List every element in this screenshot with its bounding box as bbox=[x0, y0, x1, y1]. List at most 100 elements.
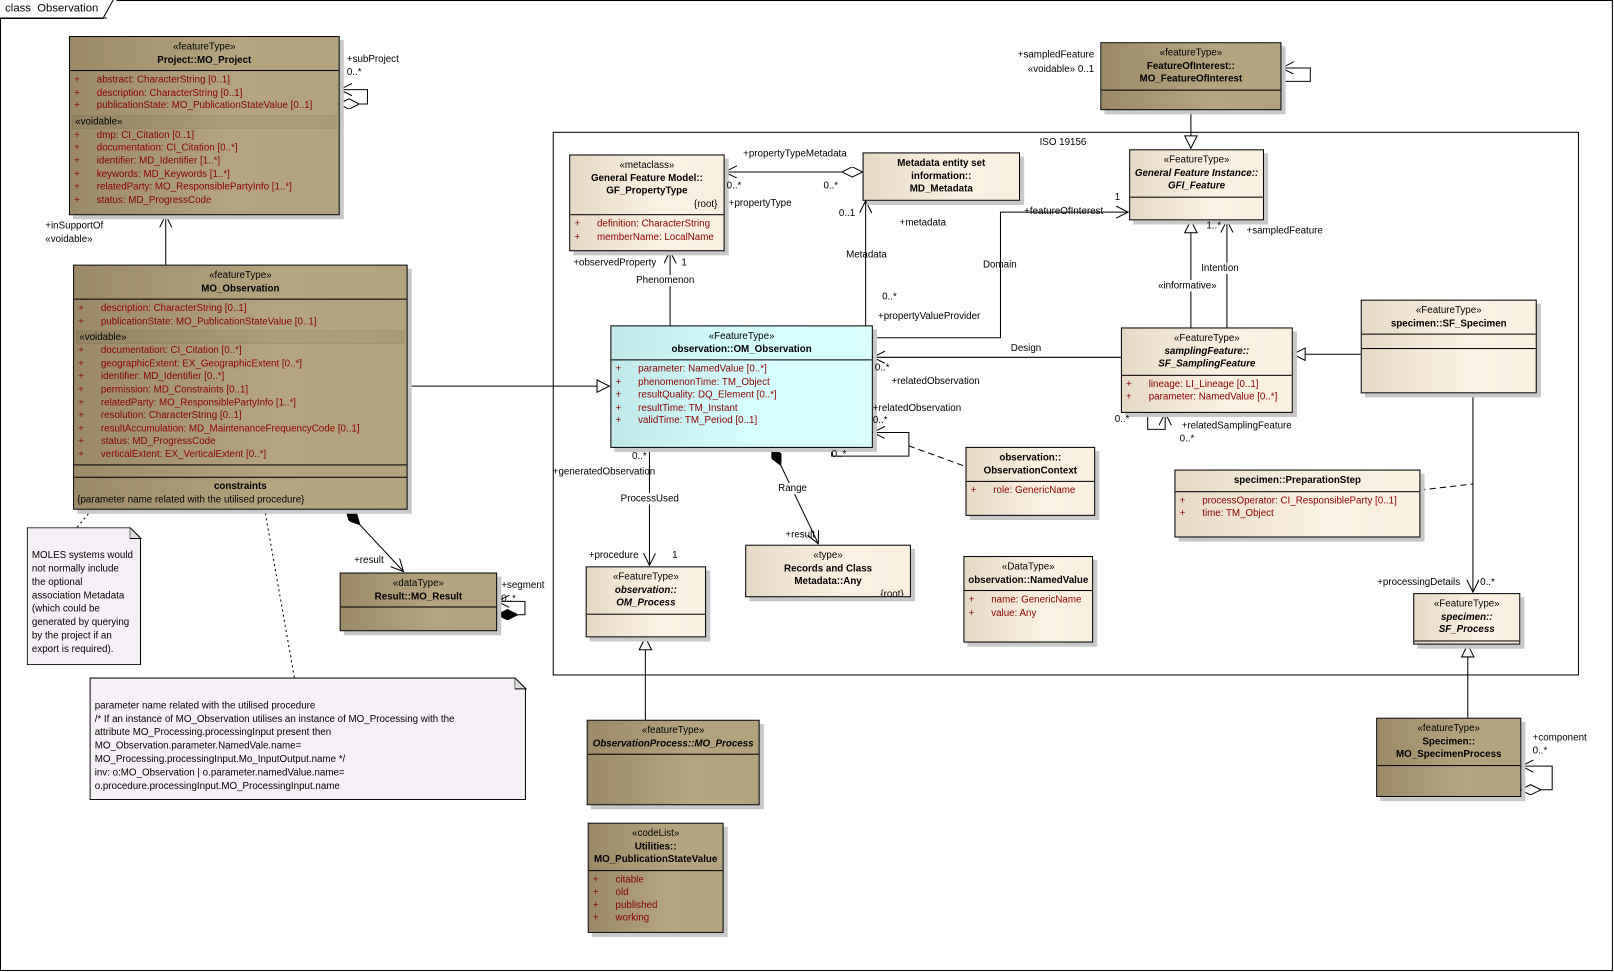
class-header: «featureType»Project::MO_Project bbox=[69, 37, 339, 72]
attributes-compartment: +role: GenericName bbox=[967, 482, 1095, 500]
label-ptm-mult-a: 0..* bbox=[726, 180, 742, 192]
class-name: Utilities:: bbox=[634, 840, 677, 853]
attribute-text: relatedParty: MO_ResponsiblePartyInfo [1… bbox=[96, 181, 292, 193]
visibility-marker: + bbox=[574, 231, 581, 243]
domain-association[interactable] bbox=[871, 212, 1128, 339]
component-aggregation[interactable] bbox=[1520, 766, 1553, 790]
class-sf-specimen[interactable]: «FeatureType»specimen::SF_Specimen bbox=[1360, 299, 1537, 394]
empty-compartment bbox=[1130, 197, 1263, 210]
class-header: «FeatureType»specimen::SF_Specimen bbox=[1361, 301, 1536, 335]
label-generated-observation: +generatedObservation bbox=[552, 466, 656, 478]
note-line: attribute MO_Processing.processingInput … bbox=[94, 726, 332, 739]
label-ro-mult-b: 0..* bbox=[872, 414, 888, 427]
class-om-observation[interactable]: «FeatureType»observation::OM_Observation… bbox=[610, 325, 873, 448]
visibility-marker: + bbox=[592, 899, 599, 911]
label-related-observation-b: +relatedObservation bbox=[872, 402, 962, 414]
related-observation-self[interactable] bbox=[831, 432, 910, 457]
label-rsf-mult-b: 0..* bbox=[1179, 433, 1195, 445]
class-attribute: +lineage: LI_Lineage [0..1] bbox=[1122, 378, 1292, 391]
class-name: specimen::SF_Specimen bbox=[1390, 317, 1507, 329]
class-stereotype: «FeatureType» bbox=[1163, 154, 1230, 166]
label-metadata-role: +metadata bbox=[899, 217, 947, 229]
attribute-text: value: Any bbox=[991, 607, 1037, 619]
result-composition[interactable] bbox=[346, 510, 404, 572]
diagram-title: Observation bbox=[37, 2, 99, 15]
attributes-compartment: +name: GenericName+value: Any bbox=[964, 591, 1092, 622]
attribute-text: description: CharacterString [0..1] bbox=[100, 302, 247, 315]
related-sampling-feature-self[interactable] bbox=[1147, 412, 1165, 430]
note-constraint[interactable]: parameter name related with the utilised… bbox=[90, 678, 526, 801]
class-attribute: +resultQuality: DQ_Element [0..*] bbox=[611, 389, 871, 402]
class-attribute: +relatedParty: MO_ResponsiblePartyInfo [… bbox=[74, 397, 406, 410]
class-om-process[interactable]: «FeatureType»observation::OM_Process bbox=[585, 566, 707, 638]
class-stereotype: «FeatureType» bbox=[1433, 598, 1500, 610]
class-name: observation:: bbox=[999, 452, 1062, 464]
class-name: Records and Class Metadata::Any bbox=[784, 562, 873, 587]
class-header: specimen::PreparationStep bbox=[1175, 471, 1420, 492]
class-stereotype: «featureType» bbox=[1159, 47, 1223, 59]
label-informative: «informative» bbox=[1157, 280, 1217, 292]
class-header: «codeList»Utilities::MO_PublicationState… bbox=[588, 824, 723, 871]
attribute-text: parameter: NamedValue [0..*] bbox=[1148, 391, 1278, 403]
class-attribute: +abstract: CharacterString [0..1] bbox=[70, 74, 339, 87]
class-observation-context[interactable]: observation::ObservationContext+role: Ge… bbox=[965, 446, 1096, 516]
visibility-marker: + bbox=[970, 484, 977, 497]
class-mo-project[interactable]: «featureType»Project::MO_Project+abstrac… bbox=[68, 36, 340, 216]
attributes-compartment: +lineage: LI_Lineage [0..1]+ parameter: N… bbox=[1122, 375, 1292, 406]
class-attribute: +value: Any bbox=[964, 607, 1092, 620]
class-mo-process[interactable]: «featureType»ObservationProcess::MO_Proc… bbox=[586, 719, 760, 806]
class-name: MD_Metadata bbox=[909, 183, 973, 195]
class-attribute: +name: GenericName bbox=[964, 594, 1092, 607]
title-tab-border bbox=[0, 0, 114, 20]
class-mo-specimen-process[interactable]: «featureType»Specimen::MO_SpecimenProces… bbox=[1376, 717, 1522, 797]
visibility-marker: + bbox=[615, 402, 622, 414]
class-header: «DataType»observation::NamedValue bbox=[964, 557, 1093, 592]
note-line: (which could be bbox=[31, 603, 100, 615]
attributes-compartment: +parameter: NamedValue [0..*]+phenomenon… bbox=[611, 360, 871, 430]
foi-sampled-feature-self[interactable] bbox=[1280, 68, 1311, 82]
visibility-marker: + bbox=[1179, 494, 1186, 507]
class-name: Specimen:: bbox=[1422, 735, 1476, 748]
class-mo-feature-of-interest[interactable]: «featureType»FeatureOfInterest::MO_Featu… bbox=[1100, 42, 1282, 111]
class-attribute: +dmp: CI_Citation [0..1] bbox=[70, 130, 339, 143]
iso-19156-package[interactable] bbox=[552, 131, 1579, 676]
class-name: observation::OM_Observation bbox=[671, 343, 812, 355]
segment-composition[interactable] bbox=[497, 601, 526, 614]
class-preparation-step[interactable]: specimen::PreparationStep+processOperato… bbox=[1174, 469, 1421, 538]
range-composition[interactable] bbox=[772, 447, 818, 544]
class-mo-result[interactable]: «dataType»Result::MO_Result bbox=[339, 572, 498, 632]
class-stereotype: «FeatureType» bbox=[1173, 332, 1240, 344]
class-any[interactable]: «type»Records and Class Metadata::Any{ro… bbox=[745, 544, 911, 598]
class-attribute: +publicationState: MO_PublicationStateVa… bbox=[74, 316, 406, 329]
class-sf-process[interactable]: «FeatureType»specimen::SF_Process bbox=[1413, 593, 1521, 645]
class-name: samplingFeature:: bbox=[1164, 345, 1250, 357]
class-tag: {root} bbox=[694, 198, 718, 210]
class-attribute: +citable bbox=[589, 874, 723, 887]
subproject-association[interactable] bbox=[339, 90, 368, 104]
attribute-text: name: GenericName bbox=[991, 594, 1082, 606]
class-mo-observation[interactable]: «featureType»MO_Observation+description:… bbox=[73, 264, 408, 510]
visibility-marker: + bbox=[615, 363, 622, 375]
attribute-text: parameter: NamedValue [0..*] bbox=[638, 363, 767, 375]
visibility-marker: + bbox=[592, 873, 599, 886]
label-rsf-mult-a: 0..* bbox=[1114, 413, 1130, 426]
class-name: MO_PublicationStateValue bbox=[593, 853, 718, 865]
class-gf-property-type[interactable]: «metaclass»General Feature Model::GF_Pro… bbox=[569, 154, 725, 252]
empty-compartment bbox=[864, 200, 1019, 201]
attribute-text: dmp: CI_Citation [0..1] bbox=[96, 129, 195, 141]
attribute-text: relatedParty: MO_ResponsiblePartyInfo [1… bbox=[100, 397, 297, 409]
note-line: o.procedure.processingInput.MO_Processin… bbox=[94, 780, 340, 792]
class-sf-sampling-feature[interactable]: «FeatureType»samplingFeature::SF_Samplin… bbox=[1120, 327, 1293, 413]
attribute-text: working bbox=[615, 912, 650, 924]
class-header: «featureType»ObservationProcess::MO_Proc… bbox=[587, 721, 759, 755]
class-stereotype: «featureType» bbox=[641, 724, 705, 737]
attribute-text: resultQuality: DQ_Element [0..*] bbox=[638, 389, 777, 401]
visibility-marker: + bbox=[1126, 391, 1132, 403]
class-md-metadata[interactable]: Metadata entity set information::MD_Meta… bbox=[862, 152, 1021, 201]
class-attribute: +publicationState: MO_PublicationStateVa… bbox=[70, 100, 339, 113]
class-mo-publication-state-value[interactable]: «codeList»Utilities::MO_PublicationState… bbox=[587, 822, 724, 933]
class-named-value[interactable]: «DataType»observation::NamedValue+name: … bbox=[963, 556, 1094, 643]
class-gfi-feature[interactable]: «FeatureType»General Feature Instance::G… bbox=[1129, 149, 1264, 221]
visibility-marker: + bbox=[78, 315, 84, 328]
